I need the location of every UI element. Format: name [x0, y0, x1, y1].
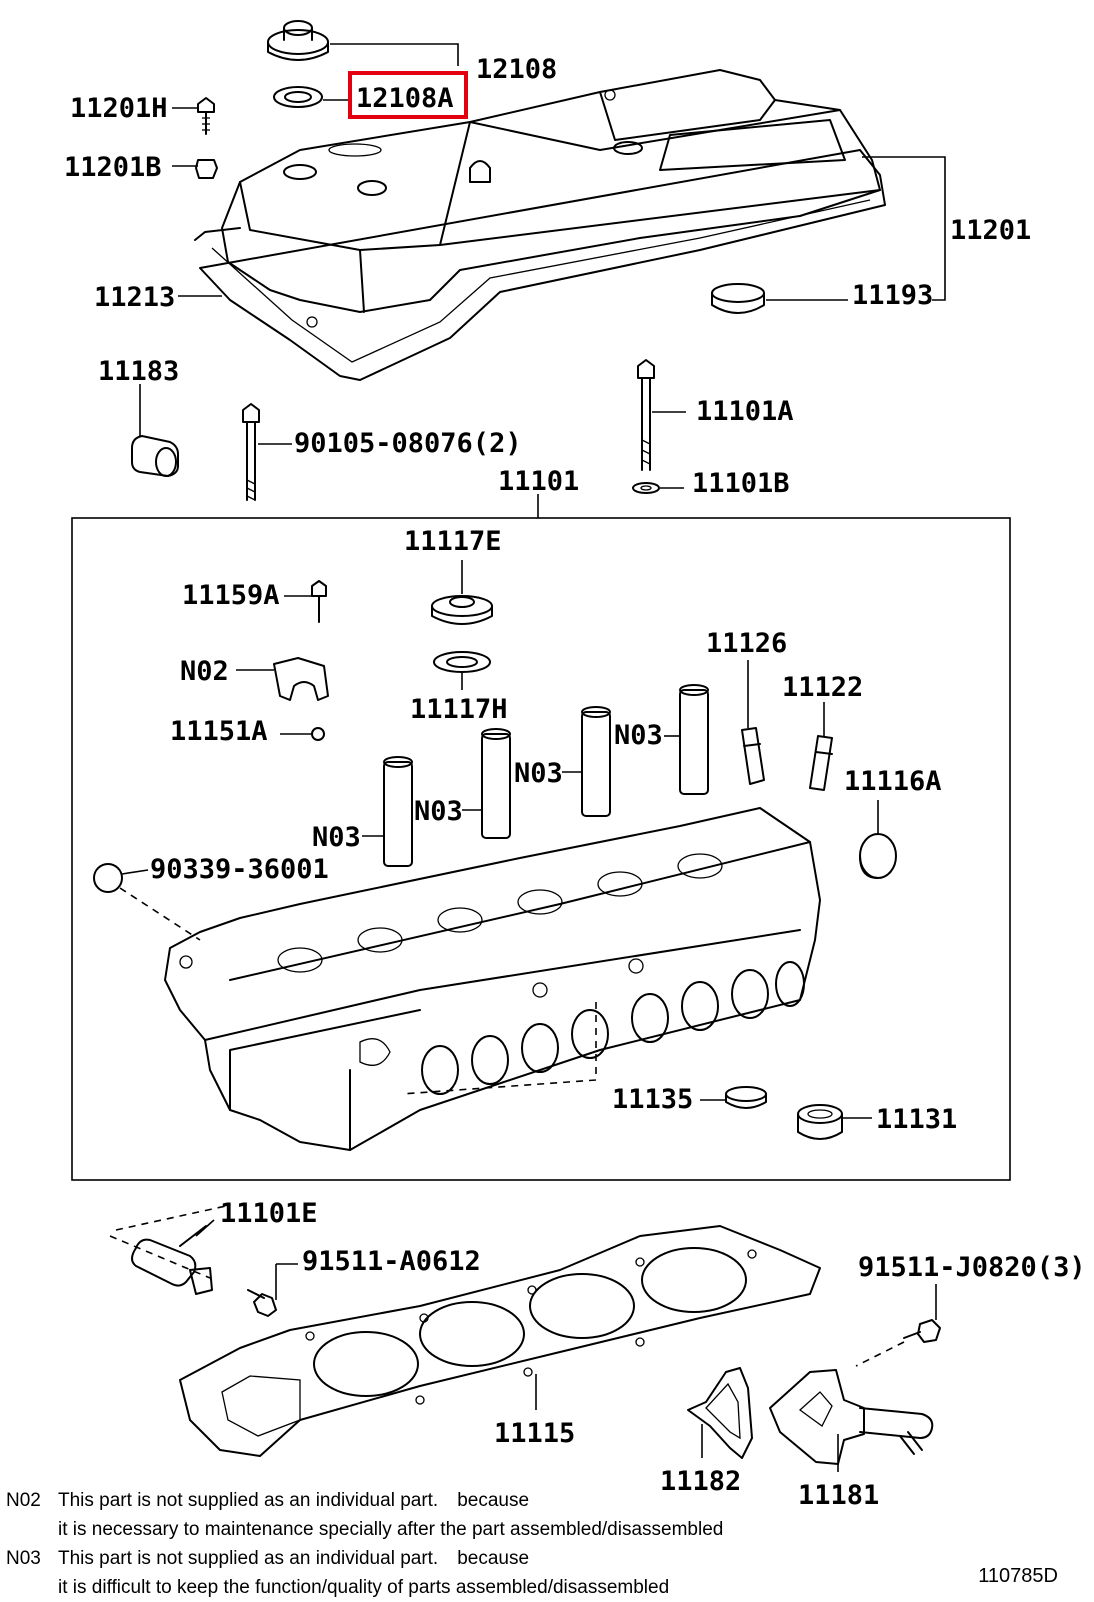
footnote-text: This part is not supplied as an individu… [58, 1490, 530, 1511]
part-label-11101: 11101 [498, 466, 579, 497]
part-label-N03-4: N03 [312, 822, 361, 853]
oil-filler-plug-drawing [431, 595, 493, 625]
cylinder-head-assembly-box [71, 517, 1011, 1181]
expansion-plug-drawing [93, 863, 123, 893]
camshaft-bearing-cap-drawing [273, 657, 329, 701]
outlet-bolt-drawing [903, 1319, 941, 1343]
part-label-91511-J0820: 91511-J0820(3) [858, 1252, 1086, 1283]
footnote-code: N02 [6, 1490, 41, 1511]
sensor-bolt-drawing [247, 1289, 277, 1317]
footnote-text: it is necessary to maintenance specially… [58, 1519, 724, 1540]
part-label-11101B: 11101B [692, 468, 790, 499]
footnote-code: N03 [6, 1548, 41, 1569]
camshaft-position-sensor-drawing [131, 1225, 213, 1295]
spark-plug-tube-seal-drawing [725, 1086, 767, 1109]
part-label-11131: 11131 [876, 1104, 957, 1135]
part-label-11201: 11201 [950, 215, 1031, 246]
part-label-11117H: 11117H [410, 694, 508, 725]
part-label-12108: 12108 [476, 54, 557, 85]
dowel-pin-drawing [311, 727, 325, 741]
part-label-90339: 90339-36001 [150, 854, 329, 885]
head-bolt-drawing [242, 403, 260, 501]
camshaft-oil-seal-drawing [797, 1104, 843, 1140]
valve-guide-bushing-drawing [383, 684, 709, 867]
water-outlet-drawing [769, 1369, 934, 1465]
head-bolt-washer-drawing [632, 482, 660, 494]
spark-plug-tube-gasket-drawing [711, 283, 765, 314]
footnote-n02: N02 This part is not supplied as an indiv… [6, 1486, 723, 1544]
part-label-11126: 11126 [706, 628, 787, 659]
part-label-N03-2: N03 [514, 758, 563, 789]
cam-cap-bolt-drawing [311, 580, 327, 623]
exhaust-valve-guide-drawing [741, 727, 765, 785]
footnote-text: it is difficult to keep the function/qua… [58, 1577, 670, 1598]
part-label-11115: 11115 [494, 1418, 575, 1449]
cover-bolt-drawing [197, 97, 215, 135]
oil-filler-plug-gasket-drawing [433, 651, 491, 673]
part-label-12108A: 12108A [356, 83, 454, 114]
part-label-N03-3: N03 [414, 796, 463, 827]
footnote-text: This part is not supplied as an individu… [58, 1548, 530, 1569]
diagram-code: 110785D [978, 1565, 1058, 1587]
part-label-11193: 11193 [852, 280, 933, 311]
highlight-box-12108A [348, 71, 468, 119]
part-label-11201B: 11201B [64, 152, 162, 183]
oil-filler-cap-drawing [267, 20, 329, 61]
cover-grommet-drawing [195, 159, 218, 179]
part-label-11181: 11181 [798, 1480, 879, 1511]
long-head-bolt-drawing [637, 359, 655, 471]
part-label-N02: N02 [180, 656, 229, 687]
filler-cap-gasket-drawing [273, 86, 323, 108]
part-label-11159A: 11159A [182, 580, 280, 611]
camshaft-plug-drawing [131, 435, 179, 477]
part-label-11183: 11183 [98, 356, 179, 387]
part-label-90105: 90105-08076(2) [294, 428, 522, 459]
part-label-11135: 11135 [612, 1084, 693, 1115]
part-label-11182: 11182 [660, 1466, 741, 1497]
part-label-11117E: 11117E [404, 526, 502, 557]
tight-plug-drawing [859, 833, 897, 879]
part-label-N03-1: N03 [614, 720, 663, 751]
intake-valve-guide-drawing [809, 735, 833, 791]
part-label-11101E: 11101E [220, 1198, 318, 1229]
part-label-11116A: 11116A [844, 766, 942, 797]
part-label-11213: 11213 [94, 282, 175, 313]
footnote-n03: N03 This part is not supplied as an indiv… [6, 1544, 669, 1602]
cylinder-head-drawing [164, 807, 821, 1151]
cylinder-head-gasket-drawing [179, 1225, 821, 1457]
cylinder-head-cover-drawing [221, 69, 881, 328]
part-label-11101A: 11101A [696, 396, 794, 427]
part-label-91511-A0612: 91511-A0612 [302, 1246, 481, 1277]
water-outlet-gasket-drawing [687, 1367, 753, 1459]
part-label-11201H: 11201H [70, 93, 168, 124]
cover-gasket-drawing [194, 149, 886, 381]
part-label-11122: 11122 [782, 672, 863, 703]
part-label-11151A: 11151A [170, 716, 268, 747]
